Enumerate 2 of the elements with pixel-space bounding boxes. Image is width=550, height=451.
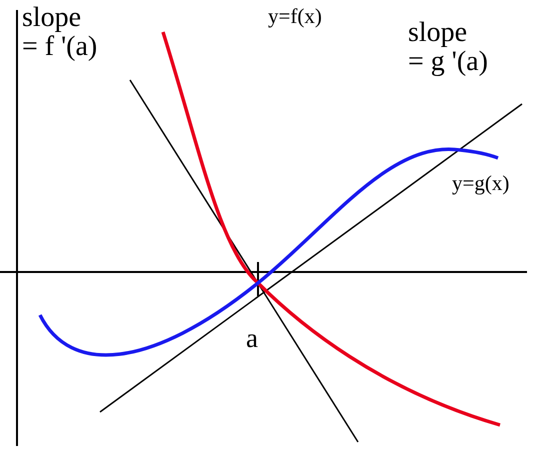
- curve-label: y=f(x): [268, 5, 322, 28]
- curve-label: y=g(x): [452, 172, 510, 194]
